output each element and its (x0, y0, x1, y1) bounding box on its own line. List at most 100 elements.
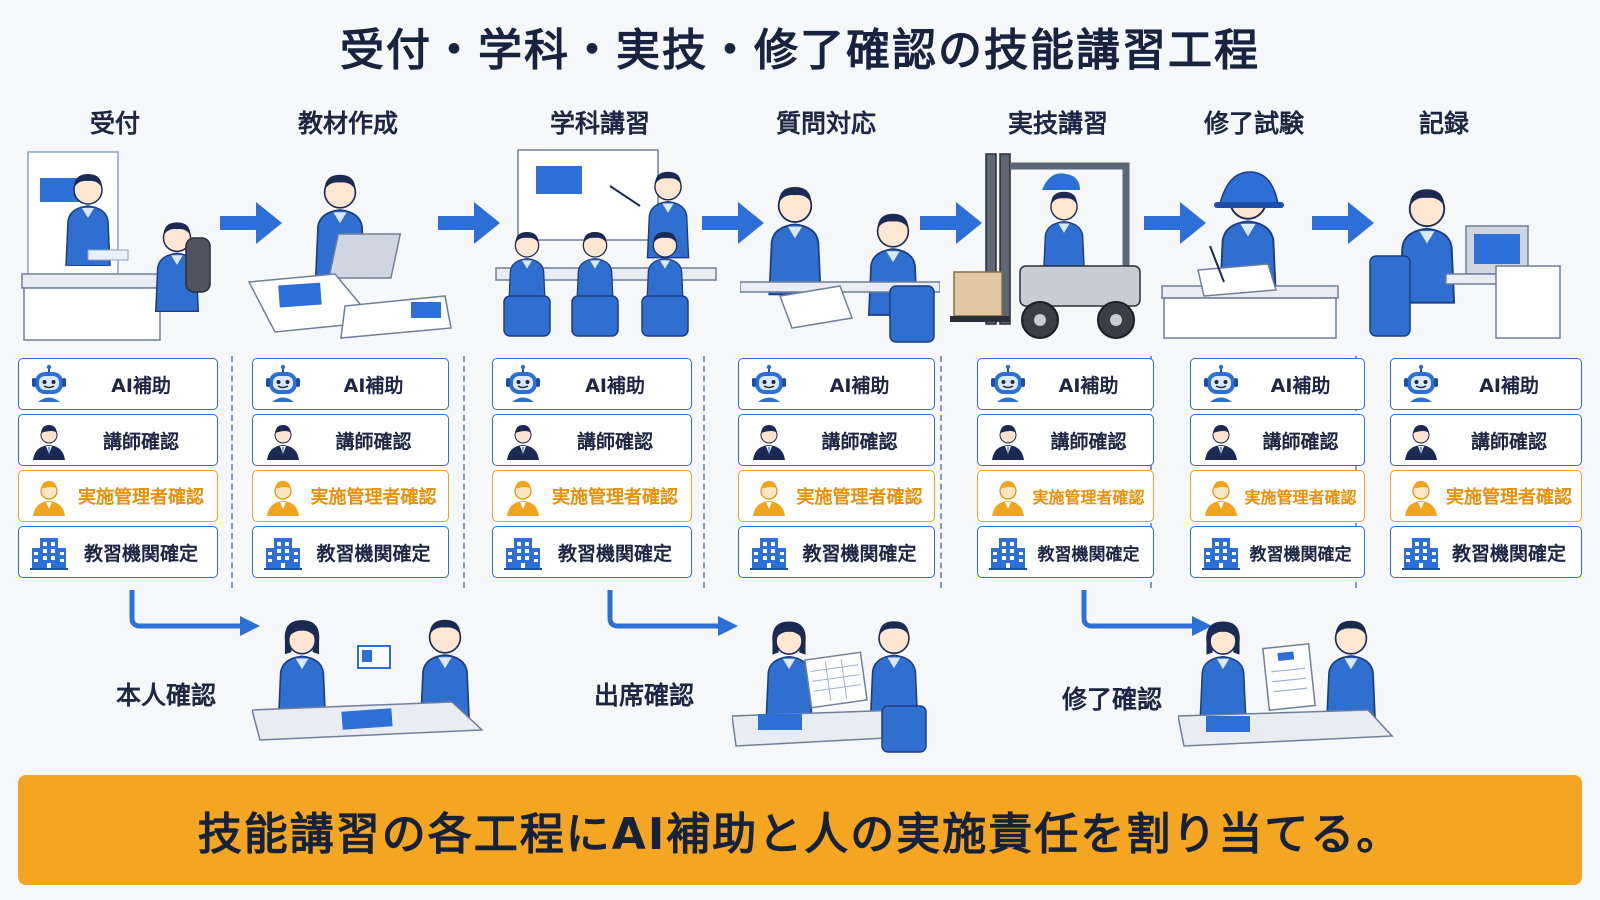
role-label: 実施管理者確認 (1032, 488, 1145, 507)
role-ai-assist: AI補助 (492, 358, 692, 410)
sub-check-identity-label: 本人確認 (116, 681, 217, 710)
role-institution-confirm: 教習機関確定 (18, 526, 218, 578)
role-instructor-check: 講師確認 (18, 414, 218, 466)
role-instructor-check: 講師確認 (1190, 414, 1365, 466)
role-stack-record: AI補助 講師確認 実施管理者確認 教習機関確定 (1390, 358, 1582, 582)
illustration-materials (247, 173, 452, 339)
robot-icon (265, 364, 301, 403)
step-label-qa: 質問対応 (775, 109, 876, 138)
illustration-record (1369, 188, 1561, 339)
step-label-practical: 実技講習 (1007, 109, 1108, 138)
role-institution-confirm: 教習機関確定 (252, 526, 449, 578)
manager-icon (1404, 480, 1438, 516)
role-label: 講師確認 (1262, 430, 1339, 453)
manager-icon (991, 480, 1025, 516)
role-instructor-check: 講師確認 (977, 414, 1154, 466)
building-icon (1402, 538, 1440, 570)
role-manager-check: 実施管理者確認 (977, 470, 1154, 522)
role-label: 実施管理者確認 (796, 487, 923, 508)
role-ai-assist: AI補助 (1190, 358, 1365, 410)
role-manager-check: 実施管理者確認 (1190, 470, 1365, 522)
building-icon (30, 538, 68, 570)
building-icon (989, 538, 1027, 570)
role-label: 教習機関確定 (1451, 542, 1566, 565)
role-label: 講師確認 (1050, 430, 1127, 453)
role-institution-confirm: 教習機関確定 (1190, 526, 1365, 578)
sub-check-completion-label: 修了確認 (1062, 685, 1163, 714)
role-ai-assist: AI補助 (1390, 358, 1582, 410)
robot-icon (1403, 364, 1439, 403)
role-instructor-check: 講師確認 (1390, 414, 1582, 466)
role-label: AI補助 (343, 374, 404, 397)
illustration-reception (21, 151, 211, 341)
role-institution-confirm: 教習機関確定 (1390, 526, 1582, 578)
instructor-icon (1404, 424, 1438, 460)
role-manager-check: 実施管理者確認 (18, 470, 218, 522)
illustration-exam (1161, 171, 1339, 339)
branch-arrow-icon (124, 588, 264, 644)
role-manager-check: 実施管理者確認 (1390, 470, 1582, 522)
role-label: AI補助 (111, 374, 171, 397)
illustration-lecture (495, 149, 717, 337)
role-label: 講師確認 (335, 430, 412, 453)
role-label: 講師確認 (576, 430, 653, 453)
manager-icon (1204, 480, 1238, 516)
instructor-icon (506, 424, 540, 460)
role-label: AI補助 (1270, 374, 1331, 397)
role-label: 教習機関確定 (316, 542, 431, 565)
role-institution-confirm: 教習機関確定 (738, 526, 935, 578)
role-instructor-check: 講師確認 (492, 414, 692, 466)
summary-banner-text: 技能講習の各工程にAI補助と人の実施責任を割り当てる。 (197, 809, 1403, 860)
role-ai-assist: AI補助 (738, 358, 935, 410)
role-label: 教習機関確定 (83, 542, 198, 565)
robot-icon (31, 364, 67, 403)
manager-icon (752, 480, 786, 516)
column-divider (463, 356, 465, 588)
instructor-icon (752, 424, 786, 460)
building-icon (264, 538, 302, 570)
page-title: 受付・学科・実技・修了確認の技能講習工程 (340, 25, 1260, 76)
role-ai-assist: AI補助 (252, 358, 449, 410)
role-label: AI補助 (829, 374, 890, 397)
role-institution-confirm: 教習機関確定 (492, 526, 692, 578)
role-stack-exam: AI補助 講師確認 実施管理者確認 教習機関確定 (1190, 358, 1365, 582)
role-label: 実施管理者確認 (552, 487, 678, 508)
robot-icon (990, 364, 1026, 403)
instructor-icon (991, 424, 1025, 460)
manager-icon (32, 480, 66, 516)
role-label: 実施管理者確認 (1244, 488, 1357, 507)
branch-arrow-icon (602, 588, 742, 644)
role-instructor-check: 講師確認 (252, 414, 449, 466)
role-label: 講師確認 (102, 430, 179, 453)
robot-icon (505, 364, 541, 403)
illustration-attendance-check (732, 620, 927, 753)
manager-icon (506, 480, 540, 516)
instructor-icon (32, 424, 66, 460)
step-label-materials: 教材作成 (297, 109, 398, 138)
summary-banner: 技能講習の各工程にAI補助と人の実施責任を割り当てる。 (18, 775, 1582, 885)
role-label: 講師確認 (821, 430, 898, 453)
role-manager-check: 実施管理者確認 (492, 470, 692, 522)
column-divider (703, 356, 705, 588)
step-label-reception: 受付 (89, 109, 140, 138)
role-label: 教習機関確定 (1037, 544, 1140, 565)
role-label: 教習機関確定 (1249, 544, 1352, 565)
role-stack-reception: AI補助 講師確認 実施管理者確認 教習機関確定 (18, 358, 218, 582)
role-stack-qa: AI補助 講師確認 実施管理者確認 教習機関確定 (738, 358, 935, 582)
role-stack-practical: AI補助 講師確認 実施管理者確認 教習機関確定 (977, 358, 1154, 582)
role-label: AI補助 (585, 374, 645, 397)
building-icon (1202, 538, 1240, 570)
building-icon (504, 538, 542, 570)
step-label-exam: 修了試験 (1203, 109, 1304, 138)
step-label-lecture: 学科講習 (549, 109, 650, 138)
robot-icon (1203, 364, 1239, 403)
illustration-qa (740, 185, 940, 343)
column-divider (940, 356, 942, 588)
role-stack-lecture: AI補助 講師確認 実施管理者確認 教習機関確定 (492, 358, 692, 582)
role-label: 実施管理者確認 (310, 487, 437, 508)
role-ai-assist: AI補助 (18, 358, 218, 410)
role-label: 教習機関確定 (557, 542, 672, 565)
column-divider (231, 356, 233, 588)
role-instructor-check: 講師確認 (738, 414, 935, 466)
role-label: 教習機関確定 (802, 542, 917, 565)
